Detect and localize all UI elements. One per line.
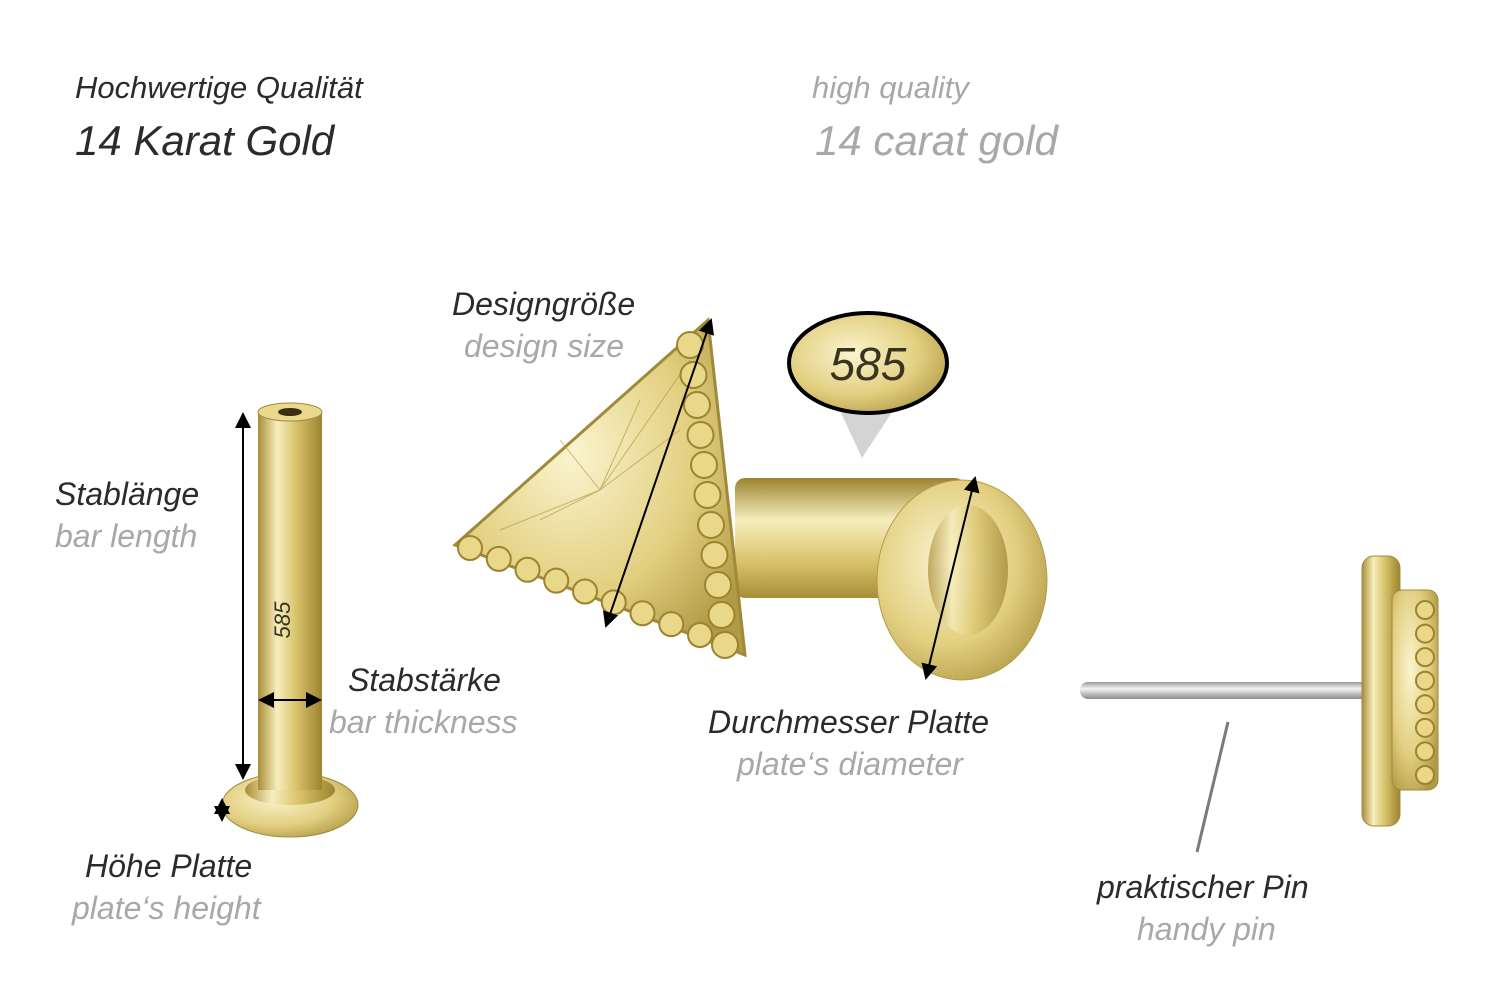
plate-diameter-label-en: plate‘s diameter [737, 746, 963, 782]
bead [1415, 717, 1435, 738]
quality-heading-de: Hochwertige Qualität [75, 70, 363, 105]
bead [679, 361, 708, 389]
bead [711, 631, 739, 659]
design-size-label-de: Designgröße [452, 286, 636, 322]
bead [1415, 694, 1435, 715]
bar-length-label-de: Stablänge [55, 476, 200, 512]
bead [1415, 765, 1435, 785]
bead [1415, 600, 1435, 620]
bar-thickness-label-en: bar thickness [329, 704, 518, 740]
bead [572, 578, 598, 605]
bead [629, 600, 656, 627]
badge-pointer [835, 400, 900, 458]
bead [457, 535, 483, 561]
gold-heading-en: 14 carat gold [815, 117, 1058, 164]
pin-pointer-line [1195, 721, 1230, 853]
bead [1415, 647, 1435, 668]
hallmark-badge [787, 311, 949, 415]
pin-top [1080, 555, 1439, 827]
bead [687, 622, 713, 648]
bead [1415, 741, 1435, 762]
plate-diameter-label-de: Durchmesser Platte [708, 704, 989, 740]
bead [704, 571, 732, 599]
bar-length-label-en: bar length [55, 518, 198, 554]
hallmark-text: 585 [830, 338, 907, 390]
bead [543, 567, 570, 594]
design-size-arrow [602, 318, 715, 628]
bar-thickness-label-de: Stabstärke [348, 662, 501, 698]
design-size-label-en: design size [464, 328, 625, 364]
plate-diameter-arrow [921, 476, 980, 680]
bead [686, 421, 715, 449]
bead [693, 481, 722, 509]
bead [658, 611, 685, 638]
plate-height-label-en: plate‘s height [72, 890, 261, 926]
bead [1415, 670, 1435, 691]
pin-label-en: handy pin [1137, 911, 1276, 947]
quality-heading-en: high quality [812, 70, 969, 105]
bead [707, 601, 736, 629]
bead [697, 511, 725, 539]
triangle-stud [452, 316, 1048, 681]
bead [700, 541, 729, 569]
bead [485, 545, 512, 572]
plate-height-label-de: Höhe Platte [85, 848, 253, 884]
bar-engraving: 585 [270, 601, 295, 638]
pin-label-de: praktischer Pin [1097, 869, 1309, 905]
labret-bar [221, 402, 359, 838]
bead [1415, 623, 1435, 644]
bead [514, 556, 541, 583]
bead [683, 391, 711, 419]
gold-heading-de: 14 Karat Gold [75, 117, 335, 164]
bead [690, 451, 718, 479]
